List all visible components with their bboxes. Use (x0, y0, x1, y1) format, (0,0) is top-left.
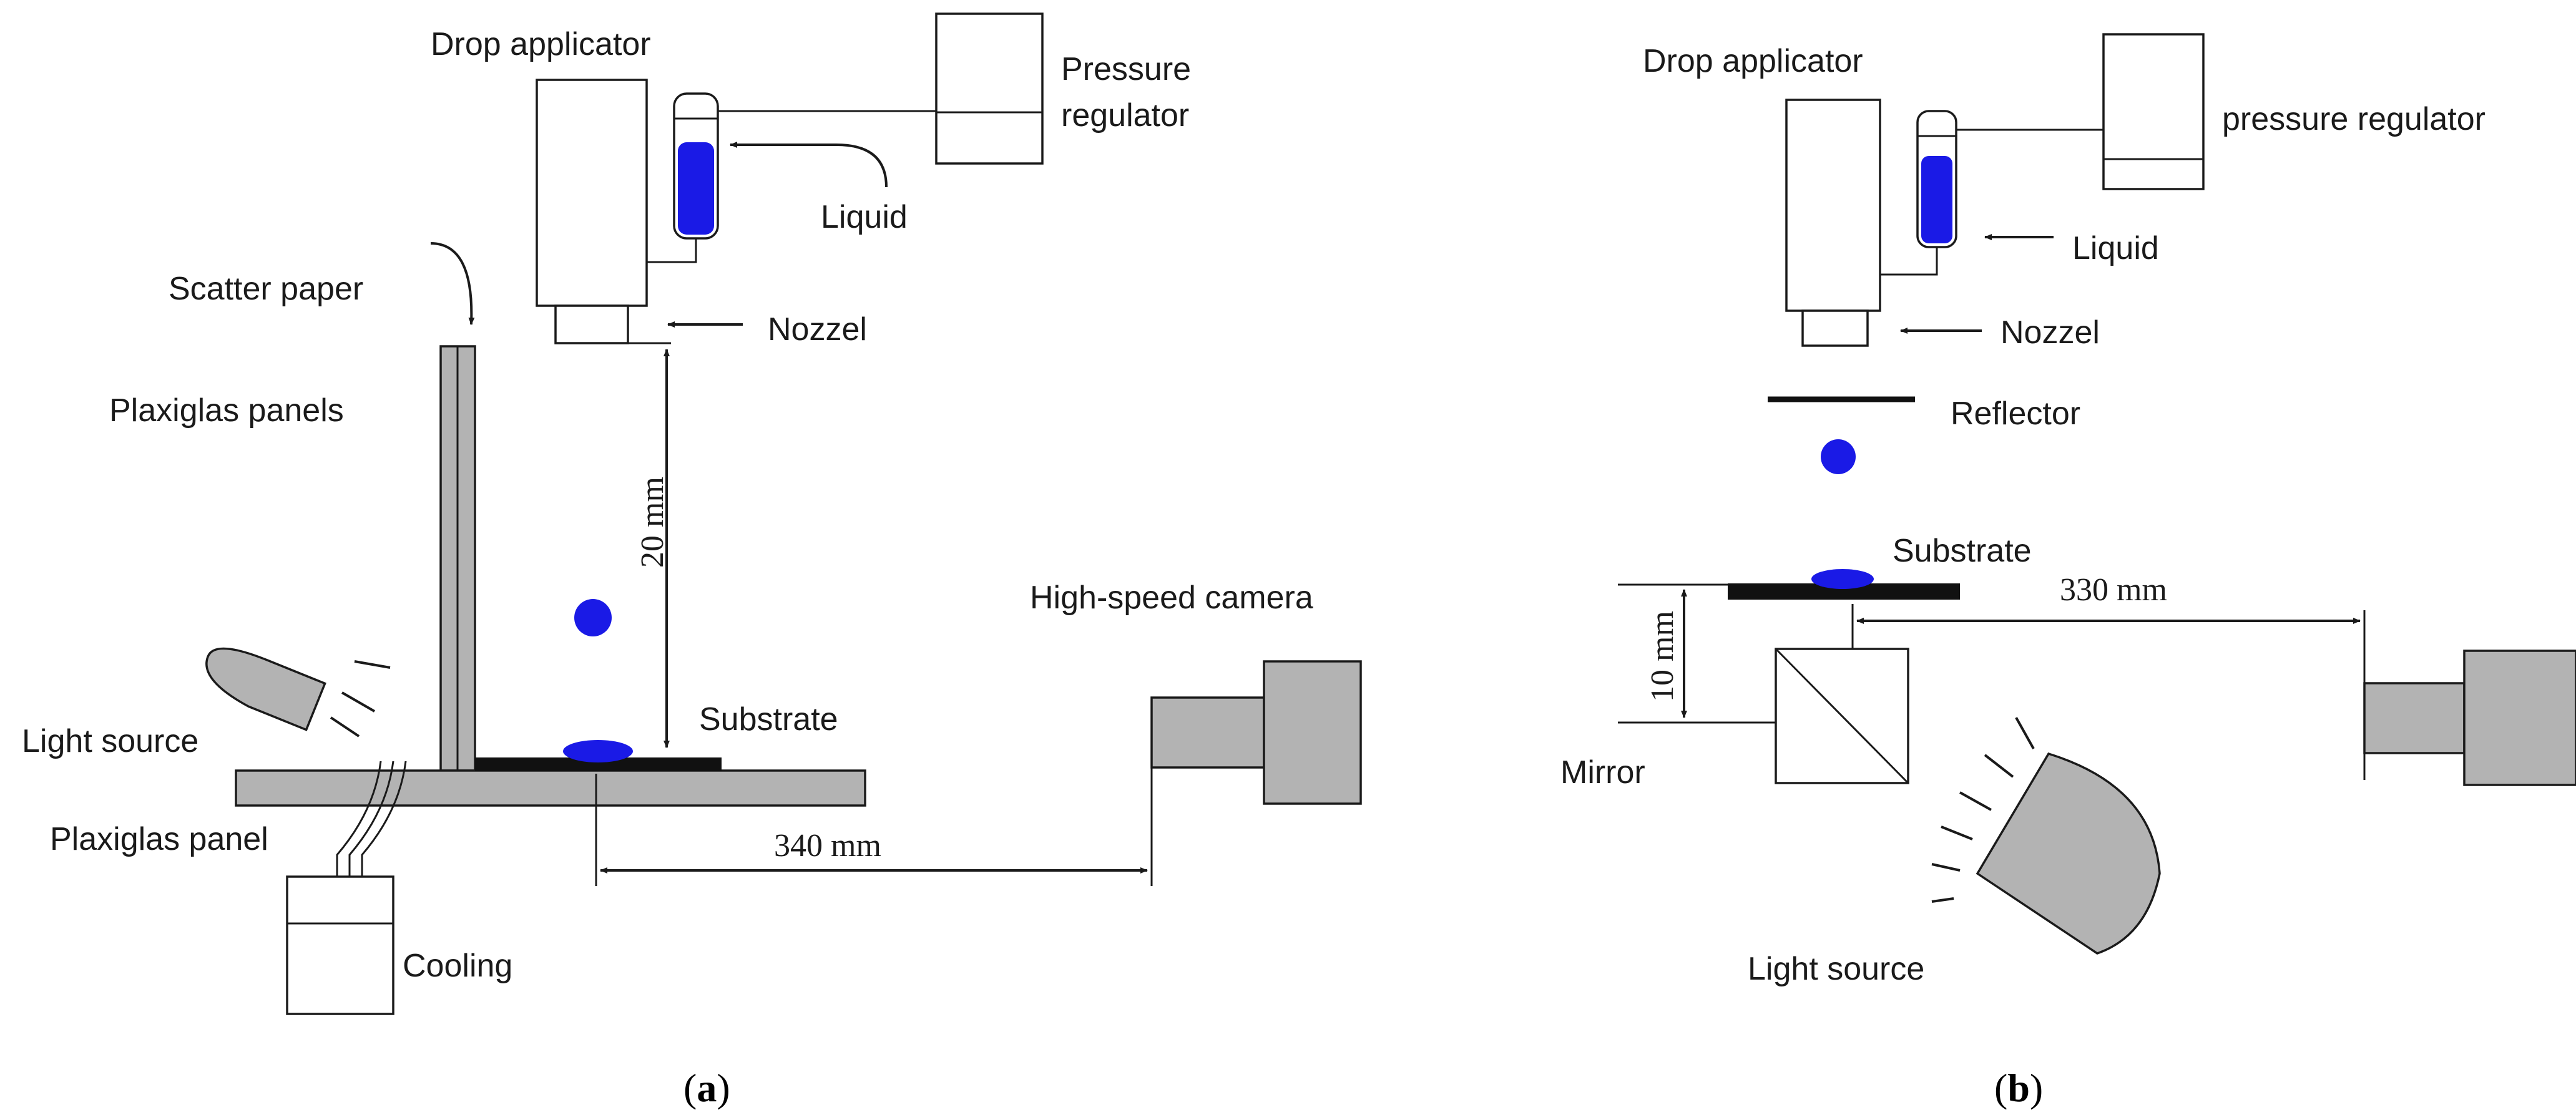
light-ray (330, 716, 360, 738)
light-ray (1941, 825, 1973, 840)
camera-lens (1150, 696, 1265, 769)
high-speed-camera-label: High-speed camera (1030, 580, 1313, 616)
plaxiglas-panels-label: Plaxiglas panels (109, 392, 344, 429)
light-source-lamp (205, 647, 326, 731)
drop-applicator-label: Drop applicator (1643, 43, 1863, 79)
caption-b-letter: b (2007, 1066, 2030, 1110)
pressure-regulator-label: pressure regulator (2222, 101, 2485, 137)
scatter-paper-label: Scatter paper (169, 271, 363, 307)
caption-b-open: ( (1994, 1066, 2007, 1110)
sessile-drop (563, 740, 633, 762)
drop-applicator-label: Drop applicator (431, 26, 651, 62)
cooling-pipe (336, 761, 382, 877)
distance-10mm-label: 10 mm (1645, 611, 1680, 702)
caption-a-close: ) (717, 1066, 730, 1110)
camera-lens (2363, 682, 2466, 754)
light-ray (354, 660, 391, 669)
camera-body (1263, 660, 1362, 805)
pressure-regulator-box (2102, 33, 2205, 190)
regulator-label: regulator (1061, 97, 1189, 134)
light-ray (341, 691, 375, 713)
nozzel-label: Nozzel (768, 311, 867, 348)
liquid-label: Liquid (821, 199, 908, 235)
pressure-label: Pressure (1061, 51, 1191, 87)
caption-a-open: ( (683, 1066, 697, 1110)
drop-applicator-body (536, 79, 648, 307)
nozzle (554, 304, 629, 344)
light-ray (1959, 791, 1992, 811)
cooling-pipe (361, 761, 407, 877)
mirror-diagonal (1775, 648, 1909, 784)
scatter-paper-arrow (430, 242, 475, 325)
nozzle (1801, 309, 1869, 347)
distance-330mm-label: 330 mm (2060, 572, 2167, 608)
cooling-label: Cooling (403, 948, 512, 984)
light-ray (1984, 754, 2014, 778)
pressure-regulator-box (935, 12, 1044, 165)
reservoir-tube (1880, 247, 1938, 276)
liquid-label: Liquid (2072, 230, 2159, 266)
caption-a: (a) (683, 1066, 730, 1110)
caption-b: (b) (1994, 1066, 2043, 1110)
mirror-label: Mirror (1560, 754, 1645, 791)
light-source-label: Light source (22, 723, 198, 759)
light-ray (1931, 897, 1954, 903)
distance-20mm-label: 20 mm (635, 477, 670, 568)
liquid-fill (678, 142, 714, 235)
reflector-label: Reflector (1951, 396, 2080, 432)
nozzel-label: Nozzel (2001, 314, 2100, 351)
caption-b-close: ) (2030, 1066, 2043, 1110)
distance-340mm-label: 340 mm (774, 828, 881, 864)
substrate-label: Substrate (699, 701, 838, 738)
reservoir-tube (647, 238, 697, 263)
substrate-label: Substrate (1893, 533, 2032, 569)
camera-body (2463, 650, 2576, 786)
light-ray (2015, 717, 2035, 749)
light-source-lamp (1976, 752, 2161, 955)
caption-a-letter: a (697, 1066, 717, 1110)
panel-b: Drop applicator pressure regulator Liqui… (1560, 33, 2576, 1110)
sessile-drop (1811, 569, 1874, 589)
liquid-fill (1921, 156, 1952, 243)
cooling-unit (286, 875, 394, 1015)
cooling-pipe (348, 761, 394, 877)
substrate (475, 757, 722, 771)
falling-drop (574, 599, 612, 636)
light-source-label: Light source (1748, 951, 1924, 987)
plaxiglas-panel-label: Plaxiglas panel (50, 821, 268, 857)
falling-drop (1821, 439, 1856, 474)
drop-applicator-body (1785, 99, 1881, 312)
plaxiglas-panel (235, 769, 866, 807)
liquid-arrow (730, 142, 888, 188)
light-ray (1931, 863, 1961, 872)
panel-a: Drop applicator Pressure regulator Liqui… (22, 12, 1362, 1110)
